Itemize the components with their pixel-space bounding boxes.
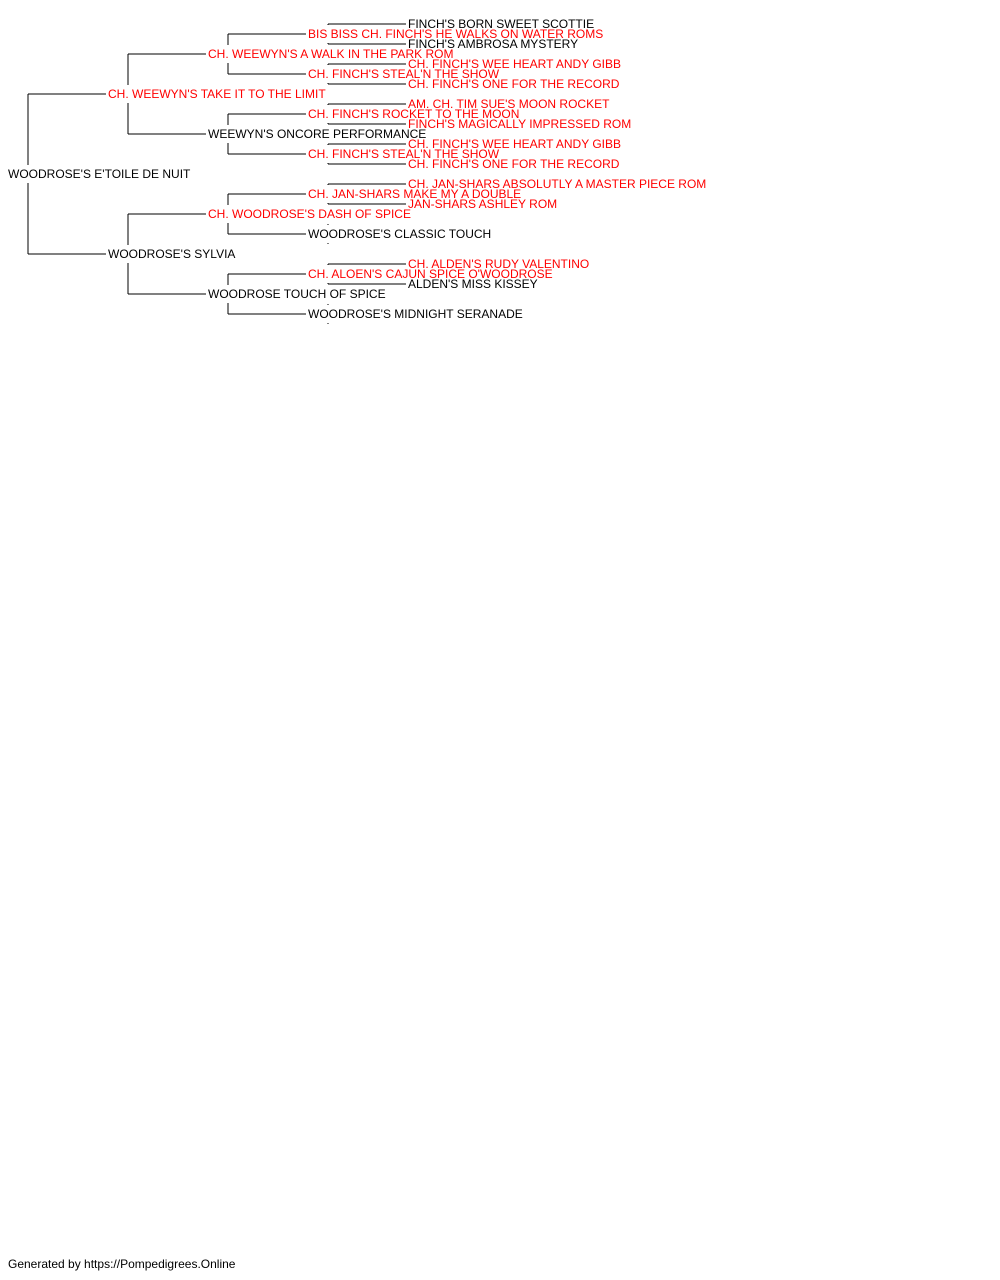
pedigree-tree: WOODROSE'S E'TOILE DE NUIT CH. WEEWYN'S T… [8, 17, 706, 324]
ancestor-name: CH. FINCH'S ONE FOR THE RECORD [408, 157, 620, 171]
ancestor-name: BIS BISS CH. FINCH'S HE WALKS ON WATER R… [308, 27, 603, 41]
ancestor-name: FINCH'S AMBROSA MYSTERY [408, 37, 578, 51]
ancestor-name: AM. CH. TIM SUE'S MOON ROCKET [408, 97, 610, 111]
ancestor-name: WOODROSE TOUCH OF SPICE [208, 287, 386, 301]
ancestor-name: CH. FINCH'S ROCKET TO THE MOON [308, 107, 519, 121]
ancestor-name: CH. FINCH'S STEAL'N THE SHOW [308, 67, 500, 81]
ancestor-name: CH. FINCH'S WEE HEART ANDY GIBB [408, 57, 621, 71]
ancestor-name: CH. ALOEN'S CAJUN SPICE O'WOODROSE [308, 267, 553, 281]
subject-dog-name: WOODROSE'S E'TOILE DE NUIT [8, 167, 191, 181]
generated-by-footer: Generated by https://Pompedigrees.Online [8, 1257, 236, 1271]
ancestor-name: FINCH'S MAGICALLY IMPRESSED ROM [408, 117, 631, 131]
ancestor-name: CH. WEEWYN'S A WALK IN THE PARK ROM [208, 47, 453, 61]
ancestor-name: WOODROSE'S SYLVIA [108, 247, 235, 261]
ancestor-name: CH. WEEWYN'S TAKE IT TO THE LIMIT [108, 87, 326, 101]
ancestor-name: WOODROSE'S CLASSIC TOUCH [308, 227, 491, 241]
ancestor-name: FINCH'S BORN SWEET SCOTTIE [408, 17, 594, 31]
ancestor-name: CH. JAN-SHARS MAKE MY A DOUBLE [308, 187, 521, 201]
ancestor-name: CH. FINCH'S STEAL'N THE SHOW [308, 147, 500, 161]
ancestor-name: JAN-SHARS ASHLEY ROM [408, 197, 557, 211]
ancestor-name: ALDEN'S MISS KISSEY [408, 277, 538, 291]
ancestor-name: CH. JAN-SHARS ABSOLUTLY A MASTER PIECE R… [408, 177, 706, 191]
ancestor-name: CH. FINCH'S ONE FOR THE RECORD [408, 77, 620, 91]
ancestor-name: CH. FINCH'S WEE HEART ANDY GIBB [408, 137, 621, 151]
ancestor-name: CH. ALDEN'S RUDY VALENTINO [408, 257, 589, 271]
connector-lines [27, 23, 406, 324]
ancestor-name: WOODROSE'S MIDNIGHT SERANADE [308, 307, 523, 321]
ancestor-name: WEEWYN'S ONCORE PERFORMANCE [208, 127, 426, 141]
ancestor-name: CH. WOODROSE'S DASH OF SPICE [208, 207, 411, 221]
dog-labels: WOODROSE'S E'TOILE DE NUIT CH. WEEWYN'S T… [8, 17, 706, 321]
